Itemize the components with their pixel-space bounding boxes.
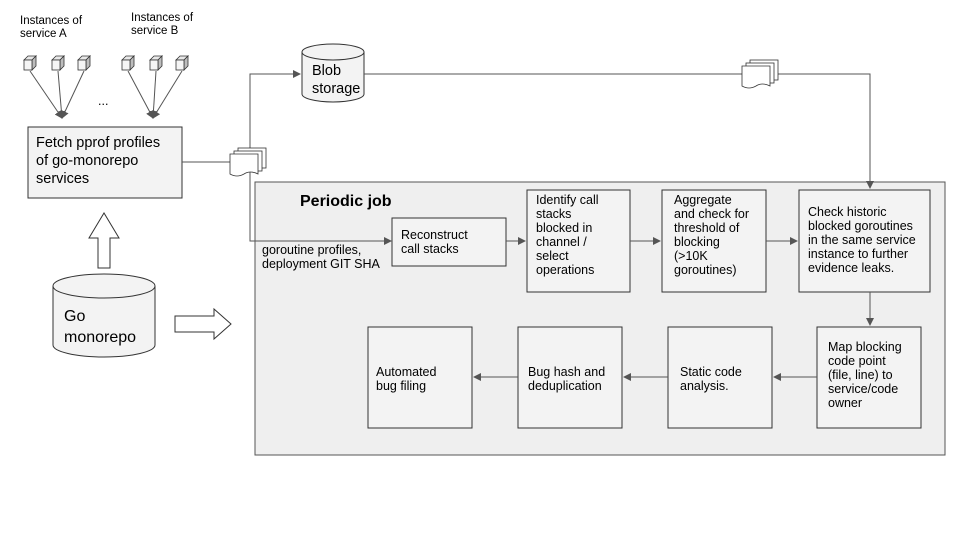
blob-storage-label: Blob storage xyxy=(312,63,361,97)
profiles-input-label: goroutine profiles, deployment GIT SHA xyxy=(262,243,380,271)
bug-hash-step: Bug hash and deduplication xyxy=(528,365,606,393)
check-historic-step: Check historic blocked goroutines in the… xyxy=(808,205,916,275)
flow-arrows xyxy=(473,237,874,381)
bug-filing-step: Automated bug filing xyxy=(376,365,437,393)
blob-storage-cylinder xyxy=(301,43,365,103)
identify-box-shape xyxy=(526,189,631,293)
fetch-box-label: Fetch pprof profiles of go-monorepo serv… xyxy=(36,135,161,187)
blob-document-icon xyxy=(741,59,779,89)
go-monorepo-cylinder xyxy=(52,273,156,358)
right-block-arrow xyxy=(174,307,232,341)
service-a-fetch-lines xyxy=(29,70,85,119)
service-b-label: Instances of service B xyxy=(131,12,194,37)
reconstruct-step: Reconstruct call stacks xyxy=(401,228,468,256)
bug-hash-box-shape xyxy=(517,326,623,429)
go-monorepo-label: Go monorepo xyxy=(64,308,137,346)
profiles-document-icon xyxy=(229,147,267,177)
service-b-instance-icons xyxy=(121,55,189,71)
map-blocking-step: Map blocking code point (file, line) to … xyxy=(828,340,902,410)
check-historic-box-shape xyxy=(798,189,931,293)
aggregate-step: Aggregate and check for threshold of blo… xyxy=(674,193,750,277)
static-analysis-step: Static code analysis. xyxy=(680,365,742,393)
blob-output-line xyxy=(364,73,874,189)
up-block-arrow xyxy=(88,212,120,269)
bug-filing-box-shape xyxy=(367,326,473,429)
service-a-instance-icons xyxy=(23,55,91,71)
fetch-output-lines xyxy=(182,70,392,245)
service-b-fetch-lines xyxy=(127,70,183,119)
aggregate-box-shape xyxy=(661,189,767,293)
service-a-label: Instances of service A xyxy=(20,15,83,40)
ellipsis-label: ... xyxy=(98,94,109,108)
identify-step: Identify call stacks blocked in channel … xyxy=(536,193,599,277)
static-analysis-box-shape xyxy=(667,326,773,429)
reconstruct-box-shape xyxy=(391,217,507,267)
periodic-job-title: Periodic job xyxy=(300,193,392,210)
